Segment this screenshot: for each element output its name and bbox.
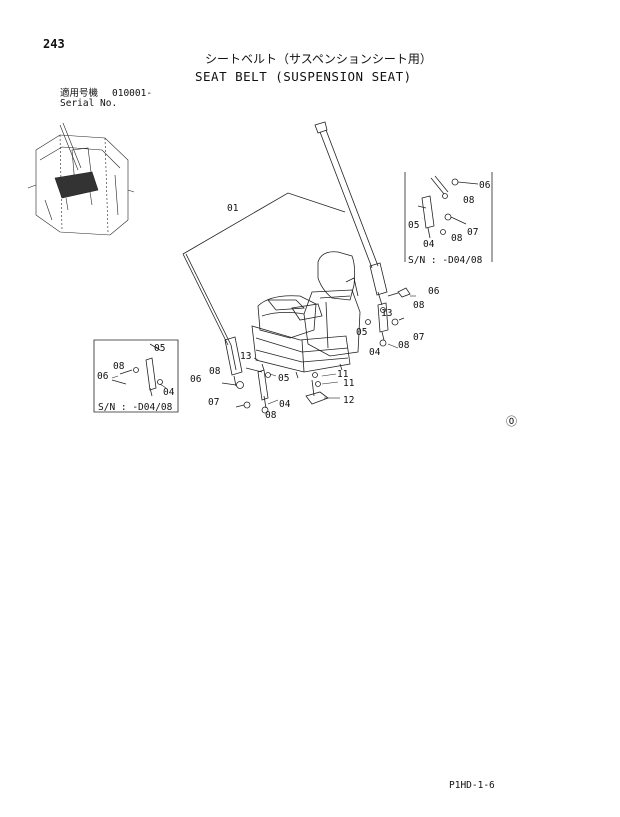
machine-overview-thumbnail (27, 122, 135, 236)
title-english: SEAT BELT (SUSPENSION SEAT) (195, 69, 412, 84)
callout-right-mid-08: 08 (413, 300, 425, 311)
callout-right-mid-05: 05 (356, 327, 367, 338)
callout-right-mid-07: 07 (413, 332, 424, 343)
callout-bracket-11b: 11 (343, 378, 355, 389)
callout-right-mid-06: 06 (428, 286, 440, 297)
callout-right-top-04: 04 (423, 239, 435, 250)
callout-left-08: 08 (209, 366, 221, 377)
callout-right-top-08b: 08 (451, 233, 463, 244)
right-inset-serial: S/N : -D04/08 (408, 255, 483, 266)
callout-right-mid-08b: 08 (398, 340, 410, 351)
callout-bracket-11a: 11 (337, 369, 349, 380)
callout-inset-06: 06 (97, 371, 109, 382)
callout-right-top-06: 06 (479, 180, 491, 191)
callout-bracket-12: 12 (343, 395, 354, 406)
callout-left-06: 06 (190, 374, 202, 385)
callout-01: 01 (227, 203, 239, 214)
callout-right-top-07: 07 (467, 227, 478, 238)
left-hardware-stack (221, 367, 271, 414)
callout-leaders (111, 295, 416, 405)
floor-bracket (305, 372, 329, 405)
callout-right-top-05: 05 (408, 220, 419, 231)
callout-right-top-08: 08 (463, 195, 475, 206)
left-inset-box (93, 339, 179, 413)
callout-inset-04: 04 (163, 387, 175, 398)
serial-label-english: Serial No. (60, 98, 118, 109)
left-inset-serial: S/N : -D04/08 (98, 402, 173, 413)
serial-label-japanese: 適用号機 (60, 88, 99, 99)
callout-left-08b: 08 (265, 410, 277, 421)
suspension-seat (251, 251, 361, 379)
callout-left-13: 13 (240, 351, 251, 362)
callout-right-mid-13: 13 (381, 308, 392, 319)
callout-inset-08: 08 (113, 361, 125, 372)
serial-value: 010001- (112, 88, 153, 99)
seat-belt-right-strap (314, 121, 388, 306)
registered-mark: ⓪ (506, 415, 517, 428)
page-number: 243 (43, 37, 65, 51)
callout-inset-05: 05 (154, 343, 165, 354)
seat-belt-strap-leaders (182, 192, 346, 346)
callout-right-mid-04: 04 (369, 347, 381, 358)
title-japanese: シートベルト（サスペンションシート用） (205, 52, 432, 66)
right-hardware-stack (365, 287, 411, 347)
footer-code: P1HD-1-6 (449, 780, 495, 791)
seat-belt-left-buckle (224, 336, 243, 387)
callout-left-07: 07 (208, 397, 219, 408)
callout-left-05: 05 (278, 373, 289, 384)
right-inset-box (404, 172, 493, 262)
callout-left-04: 04 (279, 399, 291, 410)
